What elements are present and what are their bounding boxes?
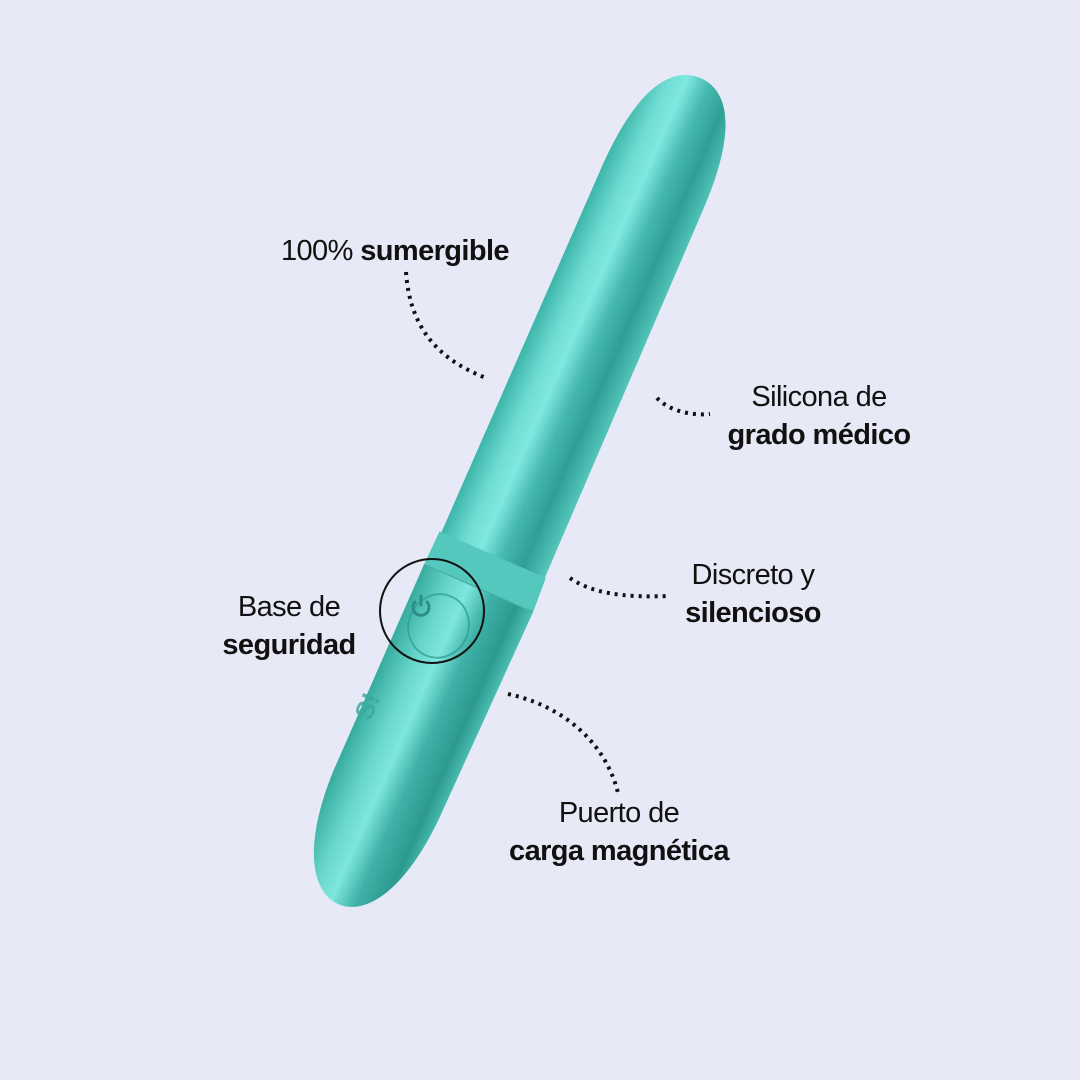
callout-discreto-line2: silencioso <box>685 597 821 629</box>
callout-sumergible: 100% sumergible <box>281 232 510 270</box>
callout-puerto-line1: Puerto de <box>558 797 680 829</box>
button-highlight-circle <box>379 558 485 664</box>
callout-base-line1: Base de <box>237 591 341 623</box>
power-icon <box>411 594 431 617</box>
callout-base: Base de seguridad <box>208 588 370 664</box>
callout-line-silicona <box>655 396 711 417</box>
callout-line-sumergible <box>404 271 487 380</box>
callout-puerto: Puerto de carga magnética <box>486 794 752 870</box>
callout-silicona: Silicona de grado médico <box>712 378 926 454</box>
product-base <box>313 564 533 907</box>
callout-silicona-line2: grado médico <box>727 419 912 451</box>
callout-sumergible-regular: 100% <box>281 235 361 267</box>
callout-line-puerto <box>507 692 620 794</box>
callout-line-discreto <box>568 576 669 599</box>
callout-discreto-line1: Discreto y <box>691 559 816 591</box>
product-upper-body <box>440 74 726 580</box>
callout-sumergible-bold: sumergible <box>360 235 509 267</box>
power-button <box>407 593 470 659</box>
callout-base-line2: seguridad <box>222 629 356 661</box>
callout-discreto: Discreto y silencioso <box>672 556 834 632</box>
callout-silicona-line1: Silicona de <box>751 381 887 413</box>
product-joint-band <box>423 531 546 613</box>
callout-puerto-line2: carga magnética <box>509 835 729 867</box>
